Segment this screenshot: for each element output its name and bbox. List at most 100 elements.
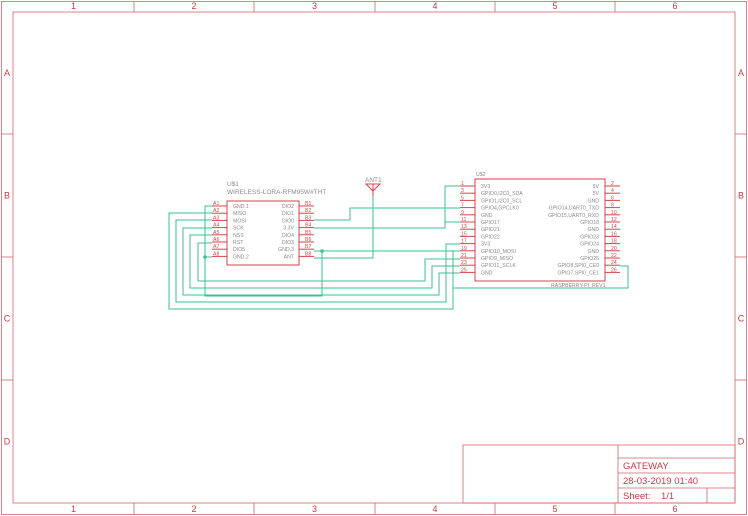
pin-number: A6 (213, 237, 219, 243)
pin-number: 12 (611, 217, 617, 223)
pin-name: GND (587, 227, 599, 233)
u2-value: RASPBERRY-PI_REV1 (551, 283, 606, 289)
pin-name: MOSI (233, 218, 246, 224)
wire[interactable] (175, 219, 460, 303)
pin-number: 2 (611, 181, 614, 187)
pin-name: GPIO9_MISO (481, 256, 513, 262)
junction-dot (203, 255, 207, 259)
pin-name: 3.3V (283, 226, 294, 232)
wire[interactable] (314, 196, 374, 259)
wire[interactable] (314, 207, 460, 221)
wires (168, 185, 629, 310)
pin-number: A5 (213, 230, 219, 236)
u1-name: U$1 (227, 181, 239, 188)
pin-number: A1 (213, 201, 219, 207)
row-label: D (4, 437, 11, 447)
column-label: 6 (672, 1, 677, 11)
pin-number: B6 (305, 237, 311, 243)
pin-4[interactable]: 45V (593, 188, 620, 197)
pin-number: 9 (461, 210, 464, 216)
pin-number: 17 (461, 239, 467, 245)
pin-number: B4 (305, 223, 311, 229)
wire[interactable] (453, 265, 629, 289)
u2-name: U$2 (476, 172, 486, 178)
column-label: 4 (432, 1, 437, 11)
pin-number: 23 (461, 260, 467, 266)
pin-number: 10 (611, 210, 617, 216)
pin-name: GND (481, 270, 493, 276)
pin-2[interactable]: 25V (593, 181, 620, 190)
pin-name: GPIO14,UART0_TXD (549, 206, 600, 212)
pin-number: B7 (305, 244, 311, 250)
component-antenna[interactable]: ANT1 (364, 177, 382, 196)
wire[interactable] (314, 185, 460, 229)
column-label: 1 (71, 1, 76, 11)
pin-name: DIO4 (282, 233, 294, 239)
pin-number: 13 (461, 224, 467, 230)
wire[interactable] (168, 212, 454, 310)
pin-number: 8 (611, 203, 614, 209)
column-label: 4 (432, 504, 437, 514)
pin-number: 4 (611, 188, 614, 194)
pin-name: GND.1 (233, 204, 249, 210)
wire[interactable] (182, 227, 460, 296)
pin-B4[interactable]: B4 3.3V (283, 223, 314, 232)
column-label: 2 (191, 1, 196, 11)
u1-value: WIRELESS-LORA-RFM95W#THT (227, 189, 326, 196)
column-label: 3 (312, 504, 317, 514)
wire[interactable] (189, 234, 460, 289)
pin-number: B8 (305, 251, 311, 257)
wire[interactable] (197, 242, 460, 282)
pin-name: DIO3 (282, 240, 294, 246)
pin-number: 20 (611, 246, 617, 252)
pin-name: GPIO23 (580, 234, 599, 240)
pin-name: GND.2 (233, 254, 249, 260)
column-label: 2 (191, 504, 196, 514)
junction-dot (320, 249, 324, 253)
pin-name: GPIO8,SPI0_CE0 (557, 263, 599, 269)
